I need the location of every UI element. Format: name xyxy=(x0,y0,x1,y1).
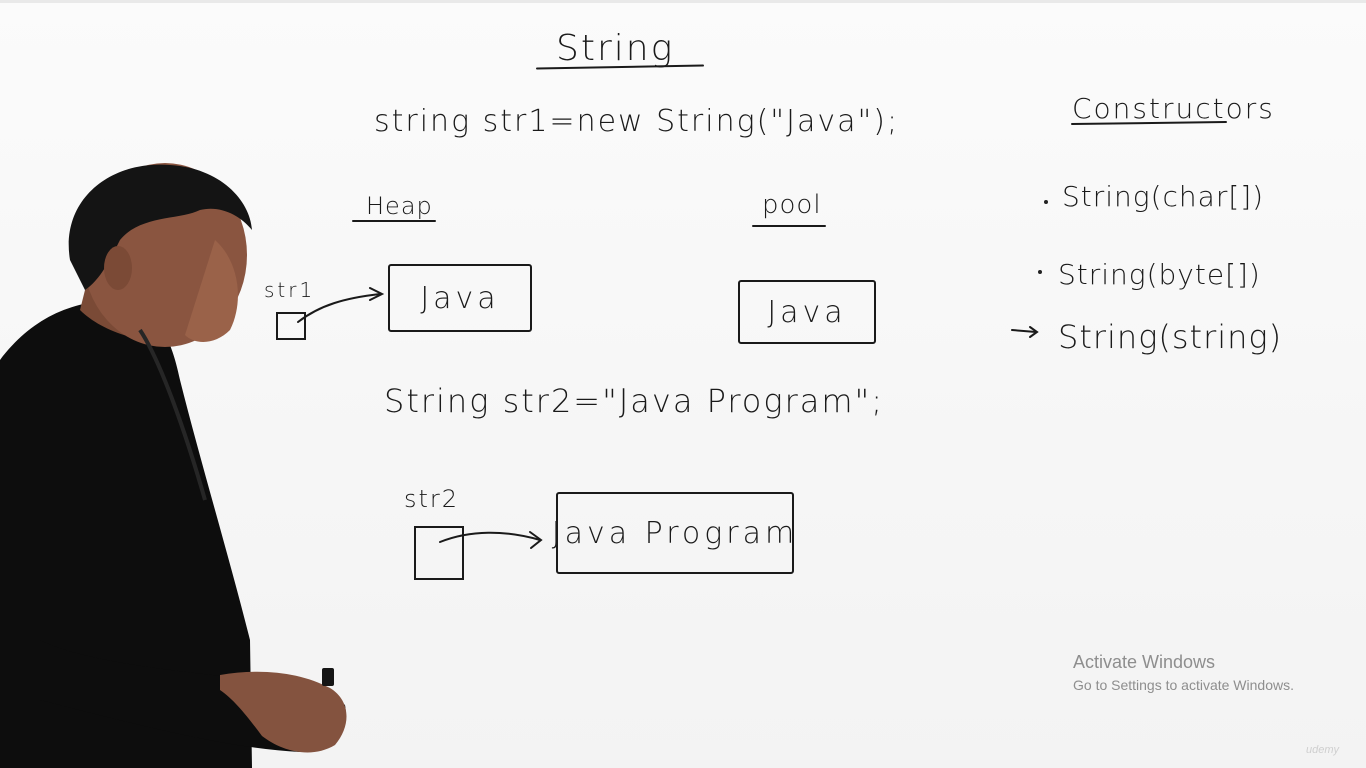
heap-object-text: Java xyxy=(420,280,500,316)
constructor-item: String(char[]) xyxy=(1062,180,1265,213)
board-title: String xyxy=(556,28,675,69)
str1-reference-box xyxy=(276,312,306,340)
constructor-item: String(byte[]) xyxy=(1058,258,1261,291)
str2-object-box: Java Program xyxy=(551,492,799,574)
code-statement-2: String str2="Java Program"; xyxy=(384,382,884,420)
str2-label: str2 xyxy=(404,485,460,513)
str2-reference-box xyxy=(414,526,464,580)
pool-label: pool xyxy=(762,190,822,220)
str2-arrow xyxy=(439,531,541,543)
constructors-underline xyxy=(1071,121,1227,125)
activate-windows-subtitle: Go to Settings to activate Windows. xyxy=(1073,677,1294,693)
constructor-pointer-arrow xyxy=(1011,329,1037,333)
heap-object-box: Java xyxy=(388,264,532,332)
str2-arrow-head xyxy=(529,531,543,549)
heap-label: Heap xyxy=(366,192,433,220)
str1-arrow xyxy=(297,293,381,323)
constructor-bullet xyxy=(1044,200,1048,204)
str1-label: str1 xyxy=(264,278,316,302)
constructor-pointer-head xyxy=(1029,326,1039,338)
code-statement-1: string str1=new String("Java"); xyxy=(374,104,900,139)
board-top-edge xyxy=(0,0,1366,3)
activate-windows-title: Activate Windows xyxy=(1073,652,1216,672)
instructor-figure xyxy=(0,163,347,768)
constructor-bullet xyxy=(1038,270,1042,274)
pool-object-text: Java xyxy=(767,294,847,330)
udemy-logo: udemy xyxy=(1306,744,1340,756)
pool-object-box: Java xyxy=(738,280,876,344)
str2-object-text: Java Program xyxy=(551,515,799,551)
constructors-title: Constructors xyxy=(1072,92,1275,125)
constructor-item: String(string) xyxy=(1058,318,1283,356)
heap-underline xyxy=(352,220,436,222)
str1-arrow-head xyxy=(369,287,385,301)
pool-underline xyxy=(752,225,826,227)
